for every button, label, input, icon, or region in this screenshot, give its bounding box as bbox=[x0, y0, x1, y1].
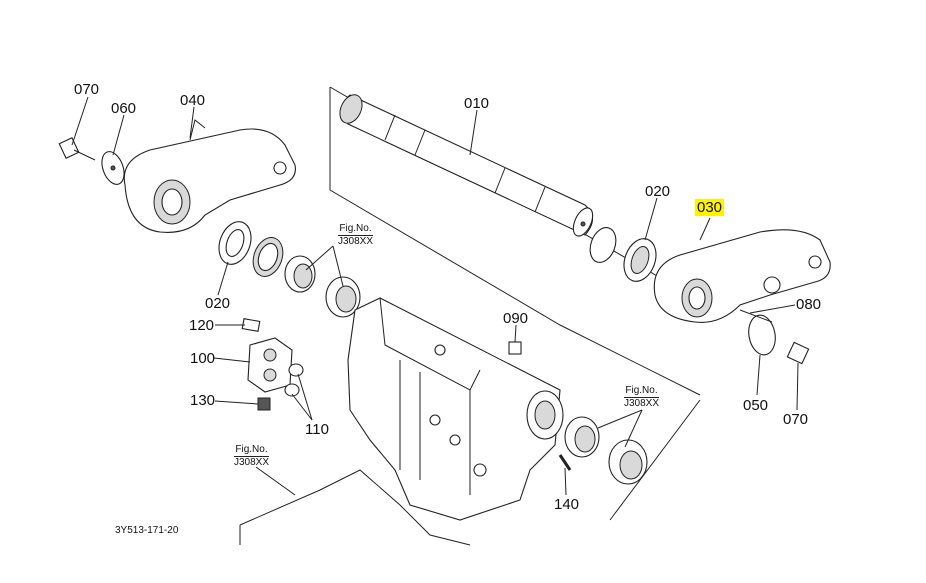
leader-lines bbox=[71, 96, 799, 496]
fig-ref-right: Fig.No. J308XX bbox=[624, 385, 660, 410]
label-130: 130 bbox=[190, 392, 216, 409]
fig-ref-top-line1: Fig.No. bbox=[339, 223, 372, 234]
label-050: 050 bbox=[743, 397, 769, 414]
fig-ref-right-line2: J308XX bbox=[624, 397, 660, 409]
housing-base bbox=[239, 469, 471, 546]
plate-050 bbox=[748, 314, 776, 356]
label-100: 100 bbox=[190, 350, 216, 367]
label-020-right: 020 bbox=[645, 183, 671, 200]
lift-arm-040 bbox=[123, 119, 296, 233]
label-140: 140 bbox=[554, 496, 580, 513]
fig-ref-top-line2: J308XX bbox=[338, 235, 374, 247]
pin-140 bbox=[558, 454, 572, 471]
label-070-left: 070 bbox=[74, 81, 100, 98]
fig-ref-top: Fig.No. J308XX bbox=[338, 223, 374, 248]
plug-130 bbox=[257, 397, 271, 411]
label-110: 110 bbox=[305, 421, 329, 438]
o-ring-110-b bbox=[284, 383, 300, 397]
fig-ref-bottom: Fig.No. J308XX bbox=[234, 444, 270, 469]
bushing-top-a bbox=[284, 255, 316, 293]
fig-ref-bottom-line1: Fig.No. bbox=[235, 444, 268, 455]
label-030: 030 bbox=[695, 199, 725, 216]
assembly-frame bbox=[329, 87, 701, 396]
label-070-right: 070 bbox=[783, 411, 809, 428]
bolt-070-right bbox=[786, 341, 810, 365]
seal-ring-right bbox=[589, 227, 617, 263]
fig-ref-bottom-line2: J308XX bbox=[234, 456, 270, 468]
lift-housing bbox=[347, 297, 564, 521]
o-ring-110-a bbox=[288, 363, 304, 377]
bushing-bottom-a bbox=[564, 416, 600, 458]
label-090: 090 bbox=[503, 310, 529, 327]
bolt-070-left bbox=[58, 137, 96, 161]
valve-block-100 bbox=[247, 337, 293, 393]
label-080: 080 bbox=[796, 296, 822, 313]
pin-080 bbox=[739, 309, 773, 323]
shaft-010 bbox=[339, 94, 594, 237]
label-120: 120 bbox=[189, 317, 215, 334]
fitting-090 bbox=[508, 341, 522, 355]
bushing-bottom-b bbox=[608, 439, 648, 485]
assembly-frame-right bbox=[609, 399, 701, 521]
fig-ref-right-line1: Fig.No. bbox=[625, 385, 658, 396]
label-040: 040 bbox=[180, 92, 206, 109]
lift-arm-030 bbox=[653, 229, 831, 323]
label-020-left: 020 bbox=[205, 295, 231, 312]
label-010: 010 bbox=[464, 95, 490, 112]
diagram-code: 3Y513-171-20 bbox=[115, 525, 179, 536]
fitting-120 bbox=[241, 318, 261, 332]
bushing-top-b bbox=[325, 276, 361, 318]
label-060: 060 bbox=[111, 100, 137, 117]
